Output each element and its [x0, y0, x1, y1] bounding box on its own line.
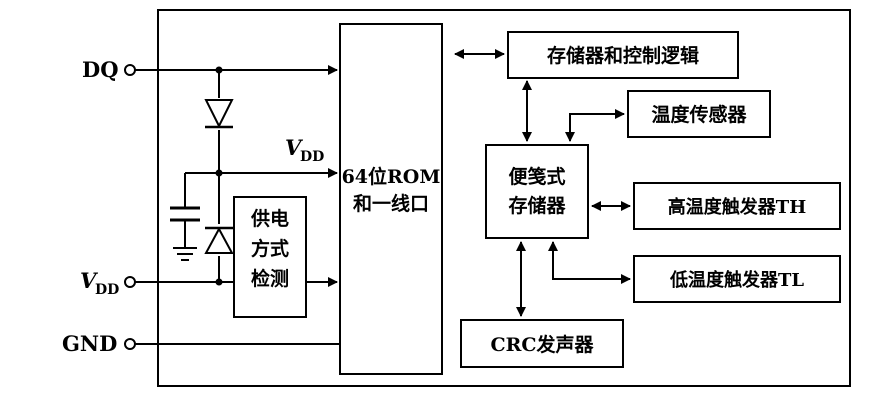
power-detect-line2: 方式 — [251, 237, 289, 260]
pin-dq: DQ — [82, 57, 136, 82]
tl-trigger-label: 低温度触发器TL — [669, 269, 804, 291]
rom-block: 64位ROM 和一线口 — [339, 23, 443, 375]
pin-vdd-subscript: DD — [95, 282, 119, 298]
capacitor — [170, 172, 219, 248]
rom-line1: 64位ROM — [342, 165, 441, 188]
power-detect-block: 供电 方式 检测 — [233, 196, 307, 318]
th-trigger-label: 高温度触发器TH — [668, 196, 806, 218]
tl-trigger-block: 低温度触发器TL — [633, 255, 841, 303]
power-detect-line3: 检测 — [251, 267, 289, 290]
memory-control-label: 存储器和控制逻辑 — [547, 44, 699, 67]
chip-outline — [157, 9, 851, 387]
diode-lower — [204, 224, 234, 256]
pin-vdd: V DD — [80, 268, 136, 298]
scratchpad-block: 便笺式 存储器 — [485, 144, 589, 239]
pin-dq-label: DQ — [82, 57, 119, 82]
diode-upper — [204, 98, 234, 130]
pin-gnd-label: GND — [62, 331, 117, 356]
crc-label: CRC发声器 — [490, 333, 594, 356]
pin-vdd-label: V — [80, 268, 99, 293]
ground-icon — [173, 247, 197, 261]
scratchpad-line2: 存储器 — [508, 194, 566, 217]
th-trigger-block: 高温度触发器TH — [633, 182, 841, 230]
power-detect-line1: 供电 — [250, 207, 289, 230]
link-scratchpad-tempsensor — [565, 109, 625, 142]
temp-sensor-block: 温度传感器 — [627, 90, 771, 138]
crc-block: CRC发声器 — [460, 319, 624, 368]
scratchpad-line1: 便笺式 — [508, 165, 565, 188]
pin-gnd: GND — [62, 331, 136, 356]
vdd-internal-label: V — [285, 135, 304, 160]
link-scratchpad-tl — [548, 241, 631, 284]
memory-control-block: 存储器和控制逻辑 — [507, 31, 739, 79]
temp-sensor-label: 温度传感器 — [651, 103, 747, 126]
vdd-internal-subscript: DD — [300, 149, 324, 165]
rom-line2: 和一线口 — [353, 192, 429, 215]
